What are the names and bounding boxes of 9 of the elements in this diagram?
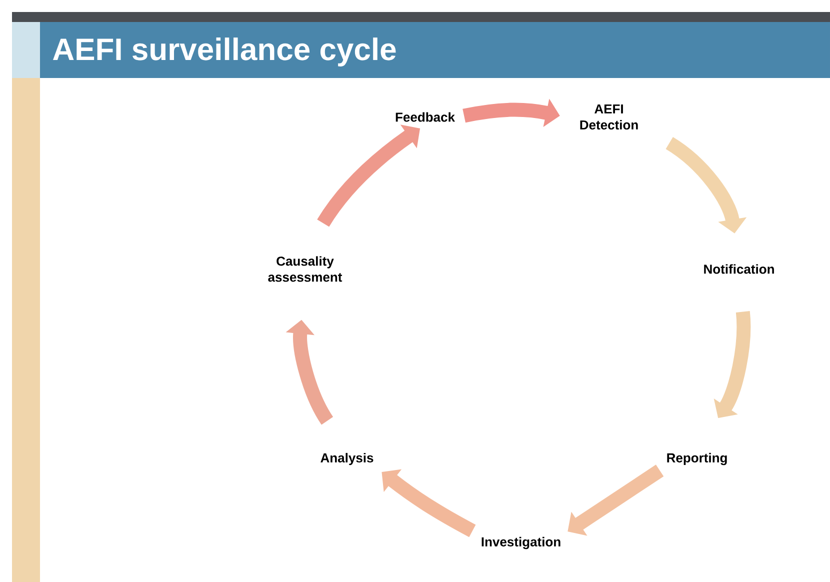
step-label: Analysis bbox=[320, 452, 374, 466]
slide-title: AEFI surveillance cycle bbox=[52, 38, 396, 66]
step-label: Causality assessment bbox=[268, 256, 342, 282]
step-label: Notification bbox=[704, 264, 774, 274]
curved-arrow bbox=[568, 464, 664, 536]
step-label: Investigation bbox=[482, 536, 560, 550]
step-label: Reporting bbox=[667, 452, 727, 466]
step-label: Feedback bbox=[396, 112, 455, 122]
step-label: AEFI Detection bbox=[580, 104, 638, 130]
